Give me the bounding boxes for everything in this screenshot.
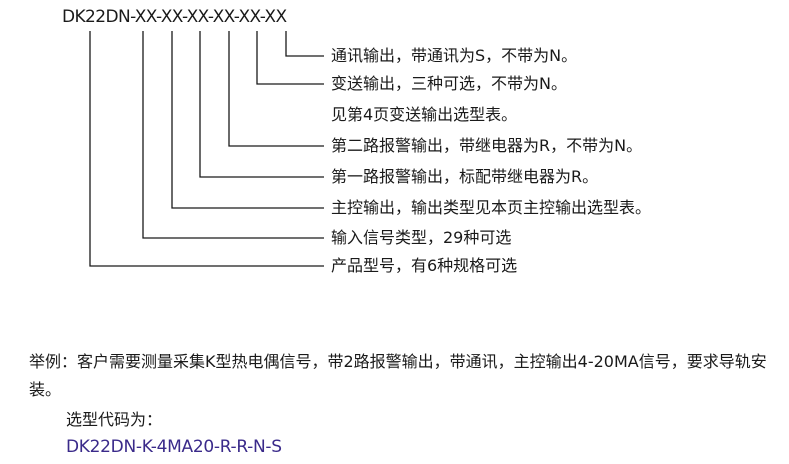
desc-alarm-2: 第二路报警输出，带继电器为R，不带为N。 bbox=[331, 136, 643, 155]
code-descriptions: 通讯输出，带通讯为S，不带为N。 变送输出，三种可选，不带为N。 见第4页变送输… bbox=[331, 0, 789, 280]
line-alarm-2 bbox=[228, 31, 324, 147]
line-main-output bbox=[171, 31, 324, 209]
line-product-model bbox=[89, 31, 324, 267]
example-code: DK22DN-K-4MA20-R-R-N-S bbox=[66, 437, 282, 457]
line-alarm-1 bbox=[199, 31, 324, 178]
desc-communication: 通讯输出，带通讯为S，不带为N。 bbox=[331, 46, 578, 65]
desc-alarm-1: 第一路报警输出，标配带继电器为R。 bbox=[331, 167, 599, 186]
line-communication bbox=[285, 31, 324, 57]
code-breakdown-lines bbox=[89, 31, 324, 267]
line-input-signal bbox=[142, 31, 324, 239]
model-code-template: DK22DN-XX-XX-XX-XX-XX-XX bbox=[62, 7, 287, 27]
example-description: 举例：客户需要测量采集K型热电偶信号，带2路报警输出，带通讯，主控输出4-20M… bbox=[29, 352, 767, 399]
example-code-label: 选型代码为： bbox=[66, 410, 163, 429]
desc-input-signal: 输入信号类型，29种可选 bbox=[331, 228, 512, 247]
desc-product-model: 产品型号，有6种规格可选 bbox=[331, 256, 518, 275]
line-transmit bbox=[256, 31, 324, 85]
desc-main-output: 主控输出，输出类型见本页主控输出选型表。 bbox=[331, 198, 652, 217]
desc-transmit-note: 见第4页变送输出选型表。 bbox=[331, 105, 518, 124]
desc-transmit: 变送输出，三种可选，不带为N。 bbox=[331, 74, 567, 93]
